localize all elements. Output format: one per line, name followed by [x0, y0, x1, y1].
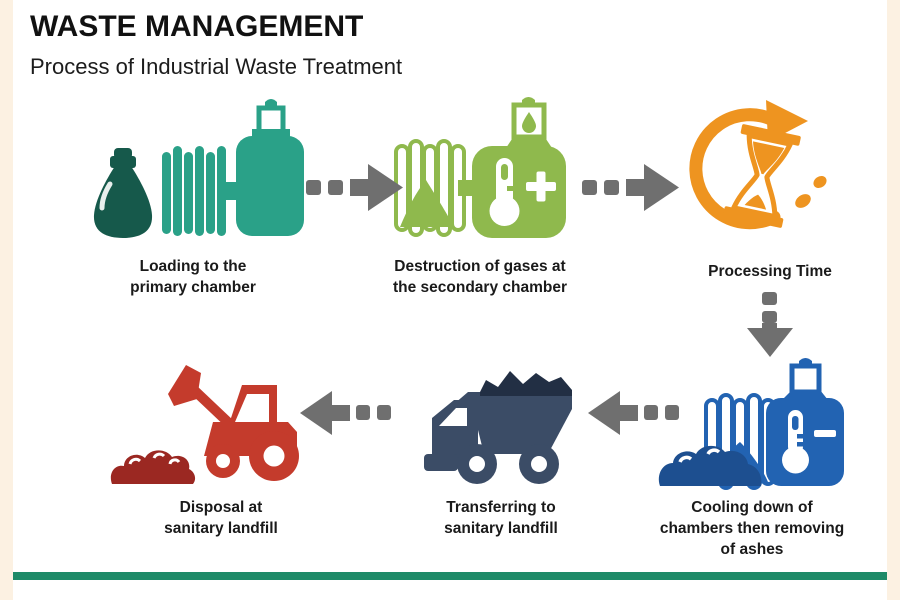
waste-pile-icon [110, 450, 196, 484]
arrow-step2-step3 [582, 164, 680, 212]
step-3-icons [686, 98, 832, 244]
step-5-label-line-2: sanitary landfill [444, 520, 558, 537]
primary-chamber-icon [162, 146, 240, 236]
step-6-label-line-2: sanitary landfill [164, 520, 278, 537]
secondary-tank-thermometer-plus-icon [472, 97, 566, 238]
arrow-step1-step2 [306, 164, 404, 212]
step-2-label: Destruction of gases at the secondary ch… [368, 256, 592, 298]
step-5-icons [420, 360, 582, 488]
step-3-label: Processing Time [670, 261, 870, 282]
dashed-left-arrow-icon [588, 391, 679, 435]
step-1-icons [88, 96, 306, 242]
step-6-icons [106, 358, 304, 492]
step-2-label-line-2: the secondary chamber [392, 279, 567, 296]
step-1-label-line-2: primary chamber [130, 279, 256, 296]
dashed-right-arrow-icon [582, 164, 679, 211]
dashed-down-arrow-icon [747, 292, 793, 357]
hourglass-cycle-icon [689, 100, 827, 230]
arrow-step3-step4 [746, 292, 794, 358]
step-5-label: Transferring to sanitary landfill [391, 497, 611, 539]
ash-pile-icon [658, 445, 762, 486]
arrow-step4-step5 [586, 390, 680, 436]
step-4-label: Cooling down of chambers then removing o… [640, 497, 864, 560]
bottom-accent-bar [13, 572, 887, 580]
treatment-tank-icon [236, 99, 304, 236]
left-border [0, 0, 13, 600]
arrow-step5-step6 [298, 390, 392, 436]
page-subtitle: Process of Industrial Waste Treatment [30, 54, 403, 79]
step-2-label-line-1: Destruction of gases at [394, 258, 566, 275]
waste-bag-icon [93, 148, 153, 238]
step-4-label-line-2: chambers then removing [659, 520, 845, 537]
step-4-icons [656, 356, 848, 490]
step-6-label: Disposal at sanitary landfill [111, 497, 331, 539]
dashed-left-arrow-icon [300, 391, 391, 435]
step-2-icons [392, 96, 570, 242]
step-3-label-line-1: Processing Time [708, 263, 832, 280]
page-title: WASTE MANAGEMENT [30, 10, 364, 43]
step-5-label-line-1: Transferring to [446, 499, 556, 516]
right-border [887, 0, 900, 600]
step-6-label-line-1: Disposal at [179, 499, 263, 516]
step-1-label-line-1: Loading to the [139, 258, 247, 275]
step-1-label: Loading to the primary chamber [83, 256, 303, 298]
dump-truck-icon [424, 371, 572, 484]
front-loader-icon [168, 365, 299, 481]
step-4-label-line-1: Cooling down of [691, 499, 813, 516]
step-4-label-line-3: of ashes [720, 541, 784, 558]
cooling-tank-thermometer-minus-icon [766, 358, 844, 486]
secondary-chamber-icon [394, 139, 474, 237]
dashed-right-arrow-icon [306, 164, 403, 211]
